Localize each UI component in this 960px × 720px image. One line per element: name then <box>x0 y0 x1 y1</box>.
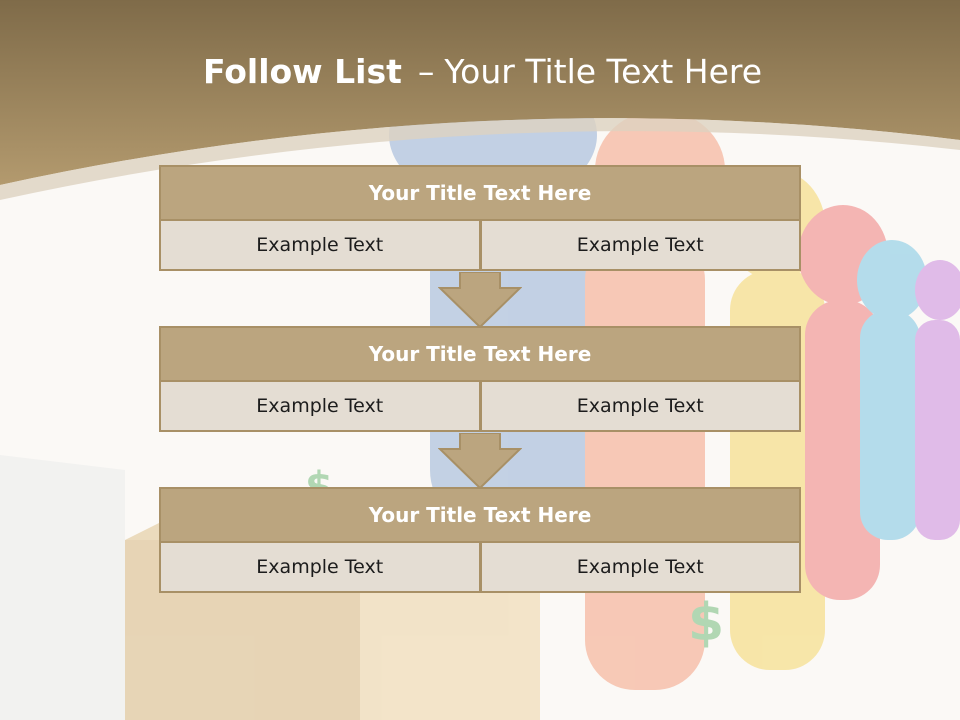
list-block-1: Your Title Text Here Example Text Exampl… <box>159 165 801 271</box>
block-cell-left: Example Text <box>159 382 481 432</box>
title-rest: Your Title Text Here <box>444 52 763 91</box>
block-row: Example Text Example Text <box>159 221 801 271</box>
block-row: Example Text Example Text <box>159 543 801 593</box>
block-title: Your Title Text Here <box>159 165 801 221</box>
title-bold: Follow List <box>203 52 402 91</box>
block-cell-left: Example Text <box>159 221 481 271</box>
block-cell-right: Example Text <box>480 221 801 271</box>
down-arrow-icon <box>438 433 522 489</box>
block-row: Example Text Example Text <box>159 382 801 432</box>
block-cell-right: Example Text <box>480 382 801 432</box>
block-cell-right: Example Text <box>480 543 801 593</box>
list-block-3: Your Title Text Here Example Text Exampl… <box>159 487 801 593</box>
svg-text:$: $ <box>688 593 724 653</box>
block-title: Your Title Text Here <box>159 487 801 543</box>
down-arrow-icon <box>438 272 522 328</box>
block-title: Your Title Text Here <box>159 326 801 382</box>
block-cell-left: Example Text <box>159 543 481 593</box>
title-dash: – <box>417 52 435 91</box>
slide-title: Follow List–Your Title Text Here <box>0 52 960 91</box>
list-block-2: Your Title Text Here Example Text Exampl… <box>159 326 801 432</box>
